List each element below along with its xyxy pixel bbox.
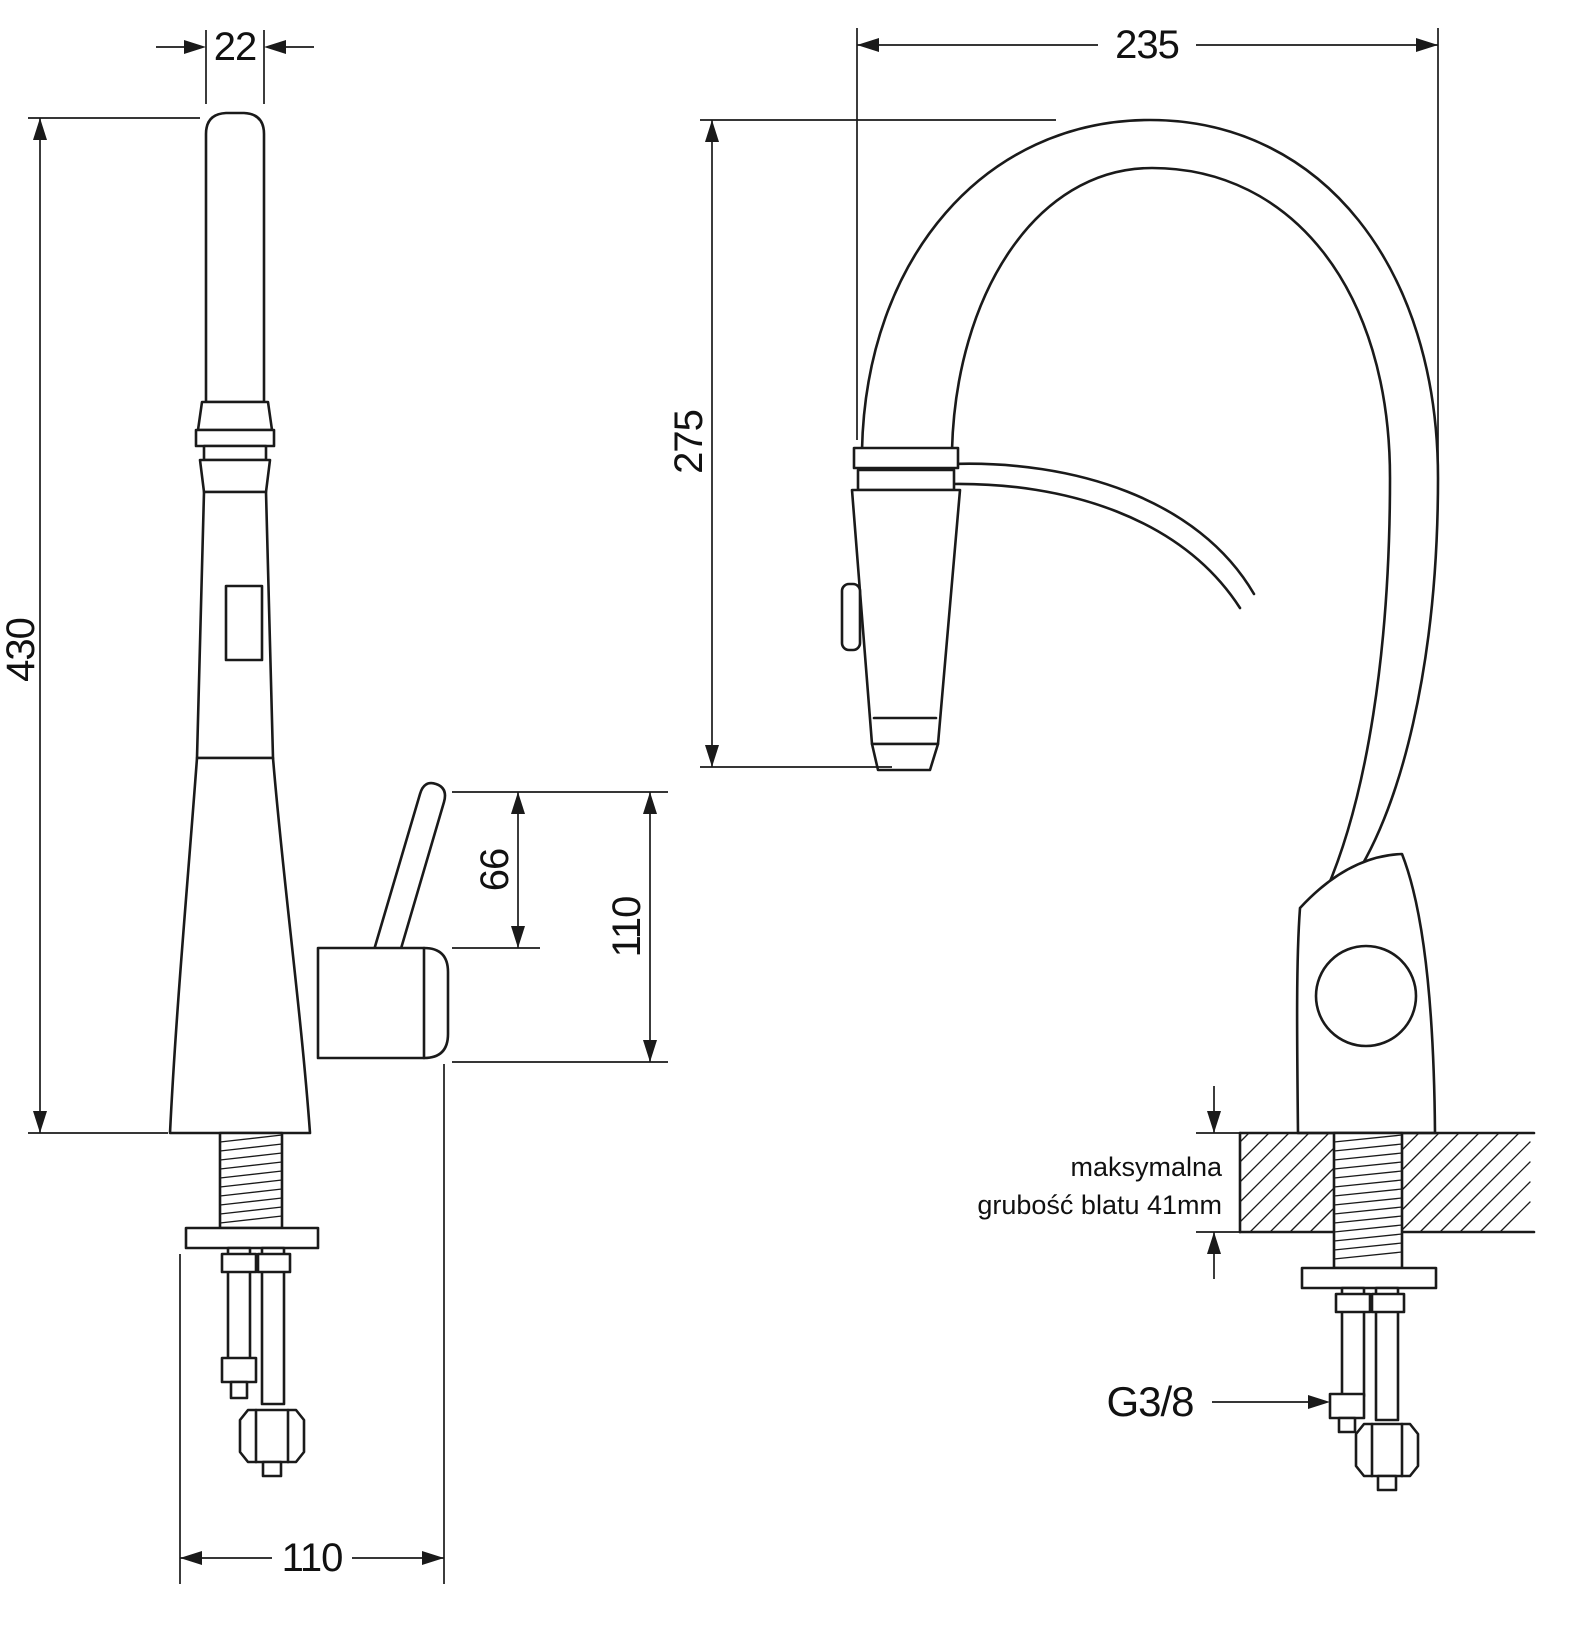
- mounting-thread-front-hatch: [1333, 1134, 1403, 1260]
- front-under-counter: [1300, 1131, 1438, 1492]
- hose-end-fitting: [220, 1356, 258, 1384]
- spout-tube: [204, 111, 266, 404]
- hose-nut-right: [256, 1252, 292, 1274]
- mounting-thread-front: [1332, 1131, 1404, 1270]
- dim-counter-thickness: maksymalna grubość blatu 41mm: [977, 1086, 1240, 1279]
- dim-spout-reach: 235: [856, 23, 1439, 500]
- dim-spout-drop: 275: [667, 119, 1056, 768]
- dim-lever-height: 66: [452, 791, 668, 949]
- dim-label-spout-diameter: 22: [214, 25, 257, 69]
- spray-head: [840, 446, 962, 772]
- g38-fitting: [1328, 1392, 1366, 1420]
- dim-spout-diameter: 22: [156, 25, 314, 104]
- hose-hex-nut-front: [1354, 1422, 1420, 1492]
- spray-button: [840, 582, 862, 652]
- supply-hose-right: [260, 1246, 286, 1406]
- dim-base-depth: 110: [179, 1064, 445, 1584]
- mounting-flange-front: [1300, 1266, 1438, 1290]
- countertop-hatch: [1239, 1132, 1531, 1233]
- mounting-flange: [184, 1226, 320, 1250]
- pullout-hose: [948, 462, 1256, 610]
- ball-joint: [1314, 944, 1418, 1048]
- dim-label-total-height: 430: [0, 618, 43, 682]
- dim-thread-size: G3/8: [1106, 1378, 1330, 1425]
- flexible-hose-arc: [860, 118, 1440, 902]
- mounting-thread-hatch: [219, 1134, 283, 1224]
- front-view: [840, 118, 1536, 1492]
- body-panel: [224, 584, 264, 662]
- dim-label-thread-size: G3/8: [1106, 1378, 1193, 1425]
- handle-lever: [372, 781, 447, 954]
- dim-label-base-depth: 110: [282, 1536, 343, 1580]
- dim-label-spout-drop: 275: [667, 410, 711, 474]
- dim-label-spout-reach: 235: [1115, 23, 1179, 67]
- hose-hex-nut: [238, 1408, 306, 1478]
- dim-total-height: 430: [0, 117, 200, 1134]
- counter-note-line2: grubość blatu 41mm: [977, 1190, 1222, 1220]
- lower-body: [168, 756, 312, 1135]
- dim-body-height: 110: [452, 792, 668, 1063]
- dim-label-body-height: 110: [605, 897, 649, 958]
- hose-nut-left: [220, 1252, 258, 1274]
- side-view: [168, 111, 450, 1478]
- mixer-body: [316, 946, 450, 1060]
- dim-label-lever-height: 66: [473, 849, 517, 892]
- spout-collar: [194, 400, 276, 494]
- counter-note-line1: maksymalna: [1070, 1152, 1223, 1182]
- supply-hose-front-right: [1374, 1286, 1400, 1422]
- mounting-thread: [218, 1131, 284, 1230]
